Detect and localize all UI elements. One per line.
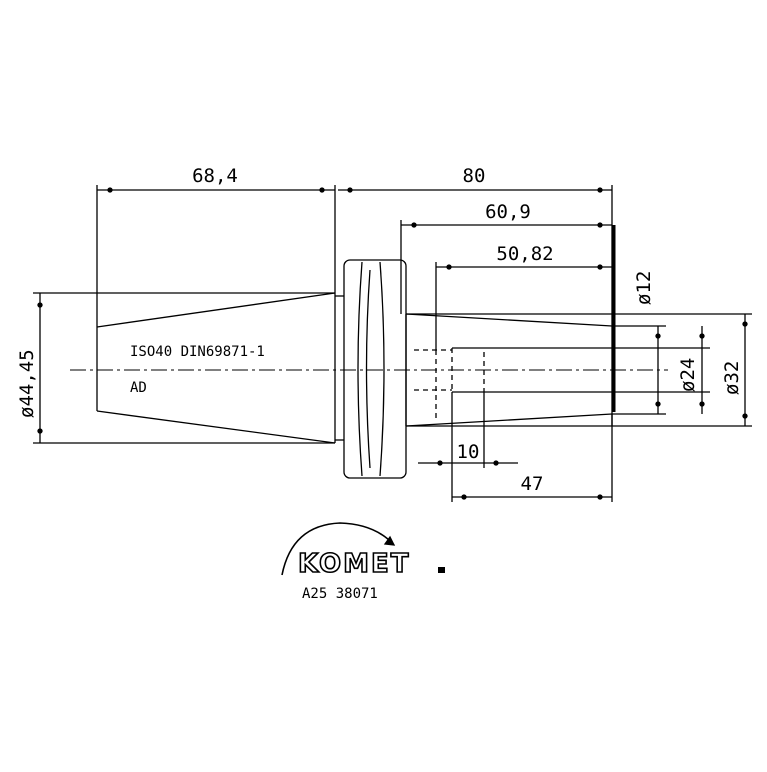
dim-d32-label: ø32 bbox=[721, 361, 743, 395]
form-note: AD bbox=[130, 380, 147, 396]
komet-logo: KOMET bbox=[298, 549, 410, 579]
dim-68-4-label: 68,4 bbox=[192, 165, 238, 187]
dim-d32 bbox=[612, 313, 752, 427]
logo-swoosh bbox=[281, 522, 395, 576]
dim-50-82 bbox=[435, 262, 612, 350]
taper-body bbox=[96, 292, 336, 444]
dim-10 bbox=[418, 388, 518, 502]
dim-47 bbox=[452, 414, 613, 502]
dim-47-label: 47 bbox=[521, 473, 544, 495]
part-number: A25 38071 bbox=[302, 586, 378, 602]
dim-d24 bbox=[452, 326, 710, 414]
dim-68-4 bbox=[96, 185, 336, 327]
dim-50-82-label: 50,82 bbox=[496, 243, 553, 265]
dim-d44-45-label: ø44,45 bbox=[16, 349, 38, 418]
flange bbox=[335, 259, 407, 479]
dim-d12 bbox=[612, 325, 666, 415]
dim-d24-label: ø24 bbox=[677, 358, 699, 392]
dim-80 bbox=[338, 185, 613, 314]
hidden-bore bbox=[414, 348, 485, 418]
standard-note: ISO40 DIN69871-1 bbox=[130, 344, 265, 360]
collet-body bbox=[405, 313, 613, 427]
dim-10-label: 10 bbox=[457, 441, 480, 463]
dim-60-9-label: 60,9 bbox=[485, 201, 531, 223]
dim-60-9 bbox=[400, 220, 612, 314]
logo-mark bbox=[438, 567, 445, 573]
dim-80-label: 80 bbox=[463, 165, 486, 187]
dim-d44-45 bbox=[33, 292, 335, 444]
dim-d12-label: ø12 bbox=[633, 271, 655, 305]
